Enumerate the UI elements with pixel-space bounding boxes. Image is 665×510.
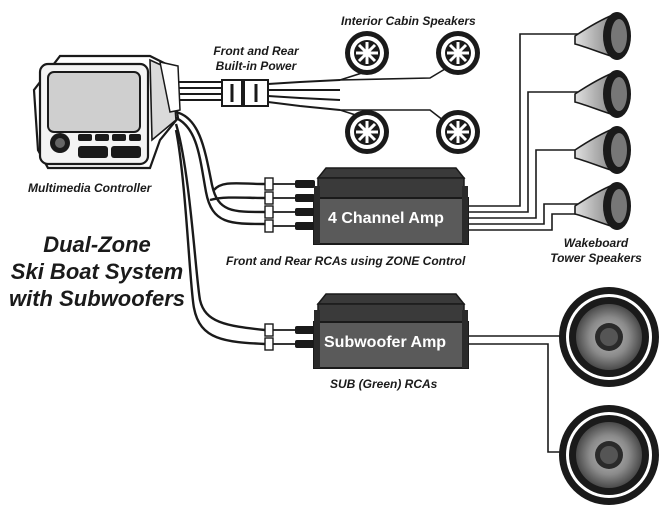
title-line-2: Ski Boat System xyxy=(10,259,184,284)
rca-plugs-sub xyxy=(264,323,315,351)
title-line-1: Dual-Zone xyxy=(43,232,151,257)
rca-harness xyxy=(174,110,266,346)
power-label-line2: Built-in Power xyxy=(215,59,297,73)
interior-speaker-rear-left xyxy=(345,110,389,154)
tower-speaker-4 xyxy=(574,182,631,230)
subwoofer-top xyxy=(559,287,659,387)
controller-buttons xyxy=(78,134,141,158)
tower-label-line1: Wakeboard xyxy=(563,236,629,250)
subwoofer-bottom xyxy=(559,405,659,505)
controller-label: Multimedia Controller xyxy=(28,181,152,195)
tower-speakers-label: Wakeboard Tower Speakers xyxy=(542,236,650,266)
interior-speaker-front-left xyxy=(345,31,389,75)
rca-plugs-4ch xyxy=(264,177,315,233)
interior-speaker-rear-right xyxy=(436,110,480,154)
tower-label-line2: Tower Speakers xyxy=(550,251,642,265)
power-label: Front and Rear Built-in Power xyxy=(204,44,308,74)
interior-speakers-label: Interior Cabin Speakers xyxy=(341,14,476,28)
four-channel-amp-label: 4 Channel Amp xyxy=(328,210,444,227)
multimedia-controller xyxy=(32,54,181,170)
controller-knob xyxy=(50,133,70,153)
power-connector xyxy=(221,79,269,107)
tower-speaker-wires xyxy=(468,33,578,231)
power-harness xyxy=(178,79,341,111)
title-line-3: with Subwoofers xyxy=(9,286,185,311)
subwoofer-wires xyxy=(468,335,560,453)
tower-speaker-2 xyxy=(574,70,631,118)
tower-speaker-3 xyxy=(574,126,631,174)
system-title: Dual-Zone Ski Boat System with Subwoofer… xyxy=(0,231,194,312)
tower-speaker-1 xyxy=(574,12,631,60)
four-channel-amp xyxy=(313,167,469,245)
power-label-line1: Front and Rear xyxy=(213,44,299,58)
subwoofer-amp xyxy=(313,293,469,369)
interior-speaker-front-right xyxy=(436,31,480,75)
subwoofer-amp-label: Subwoofer Amp xyxy=(324,334,447,351)
rca-zone-label: Front and Rear RCAs using ZONE Control xyxy=(226,254,466,268)
sub-rca-label: SUB (Green) RCAs xyxy=(330,377,438,391)
